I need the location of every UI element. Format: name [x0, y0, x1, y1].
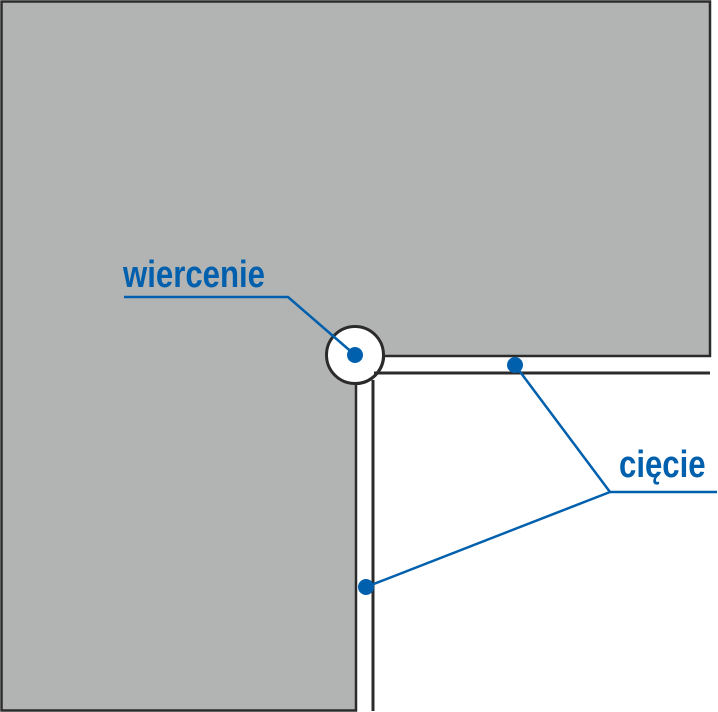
cutting-marker-vertical [358, 579, 374, 595]
drilling-leader-line [124, 295, 356, 356]
cutting-marker-horizontal [507, 357, 523, 373]
cutting-leader-vertical [365, 490, 611, 589]
cutting-label: cięcie [619, 444, 706, 486]
drilling-label: wiercenie [122, 254, 265, 296]
drilling-callout: wiercenie [122, 254, 363, 363]
drilling-marker [347, 347, 363, 363]
cutting-leader-horizontal [513, 364, 612, 493]
cutting-callout: cięcie [358, 357, 717, 595]
